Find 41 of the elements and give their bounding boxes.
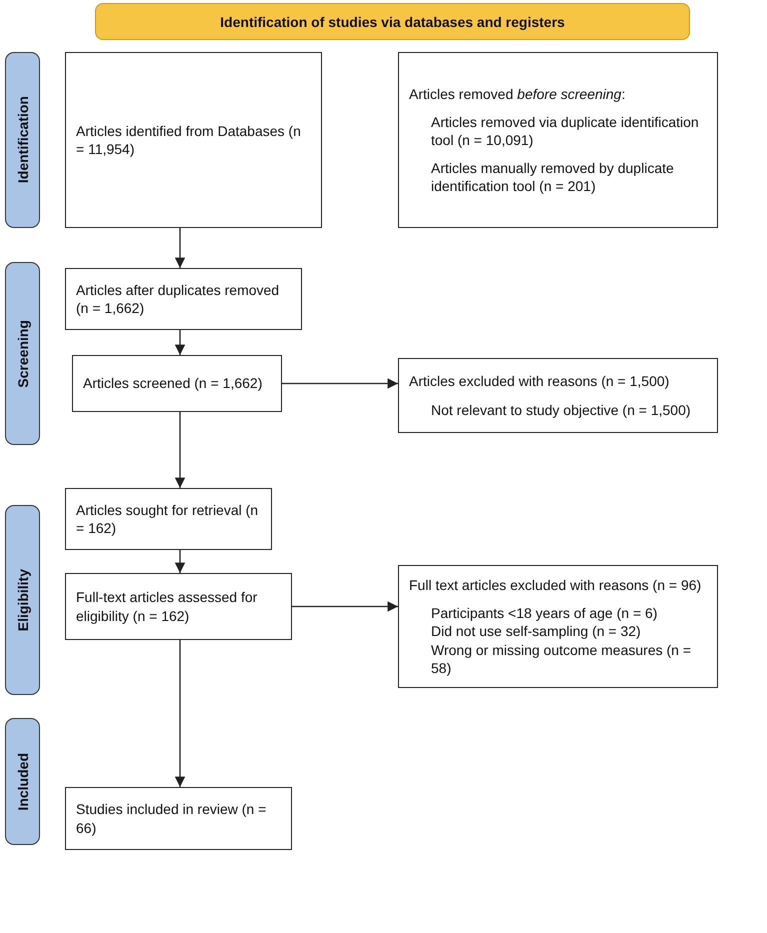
phase-band — [5, 52, 40, 228]
arrow — [174, 550, 186, 573]
arrow — [174, 412, 186, 488]
box-text: Studies included in review (n = 66) — [76, 800, 268, 837]
box-text: Articles identified from Databases (n = 11,954) — [76, 122, 302, 158]
process-box — [398, 358, 718, 433]
box-detail-text: Not relevant to study objective (n = 1,500) — [430, 400, 692, 419]
box-detail-text: Did not use self-sampling (n = 32) — [430, 622, 642, 641]
process-box — [65, 573, 292, 640]
phase-band — [5, 262, 40, 445]
box-text: Articles sought for retrieval (n = 162) — [76, 500, 260, 538]
box-text: Articles excluded with reasons (n = 1,500) — [409, 372, 670, 390]
phase-label: Screening — [14, 320, 30, 388]
header-banner — [95, 3, 690, 40]
process-box — [72, 355, 282, 412]
arrow — [174, 330, 186, 355]
box-detail-text: Wrong or missing outcome measures (n = 58) — [430, 640, 692, 677]
box-detail-text: Articles removed via duplicate identification tool (n = 10,091) — [430, 112, 700, 150]
box-detail-text: Articles manually removed by duplicate identification tool (n = 201) — [430, 159, 675, 196]
arrow — [282, 378, 398, 389]
phase-label: Eligibility — [14, 568, 30, 632]
header-title: Identification of studies via databases and registers — [220, 14, 565, 30]
box-text: Full-text articles assessed for eligibility (n = 162) — [76, 588, 258, 625]
box-text: Articles screened (n = 1,662) — [83, 374, 264, 393]
box-text: Full text articles excluded with reasons (n = 96) — [409, 576, 702, 594]
process-box — [398, 565, 718, 688]
process-box — [65, 787, 292, 850]
box-text: Articles after duplicates removed (n = 1,662) — [76, 280, 280, 318]
phase-band — [5, 718, 40, 845]
box-text: Articles removed before screening: — [409, 84, 626, 103]
process-box — [65, 52, 322, 228]
process-box — [398, 52, 718, 228]
arrow — [174, 228, 186, 268]
phase-label: Included — [14, 752, 30, 810]
phase-band — [5, 505, 40, 695]
phase-label: Identification — [14, 96, 30, 184]
arrow — [292, 601, 398, 612]
process-box — [65, 488, 272, 550]
process-box — [65, 268, 302, 330]
box-detail-text: Participants <18 years of age (n = 6) — [430, 604, 658, 622]
arrow — [174, 640, 186, 787]
